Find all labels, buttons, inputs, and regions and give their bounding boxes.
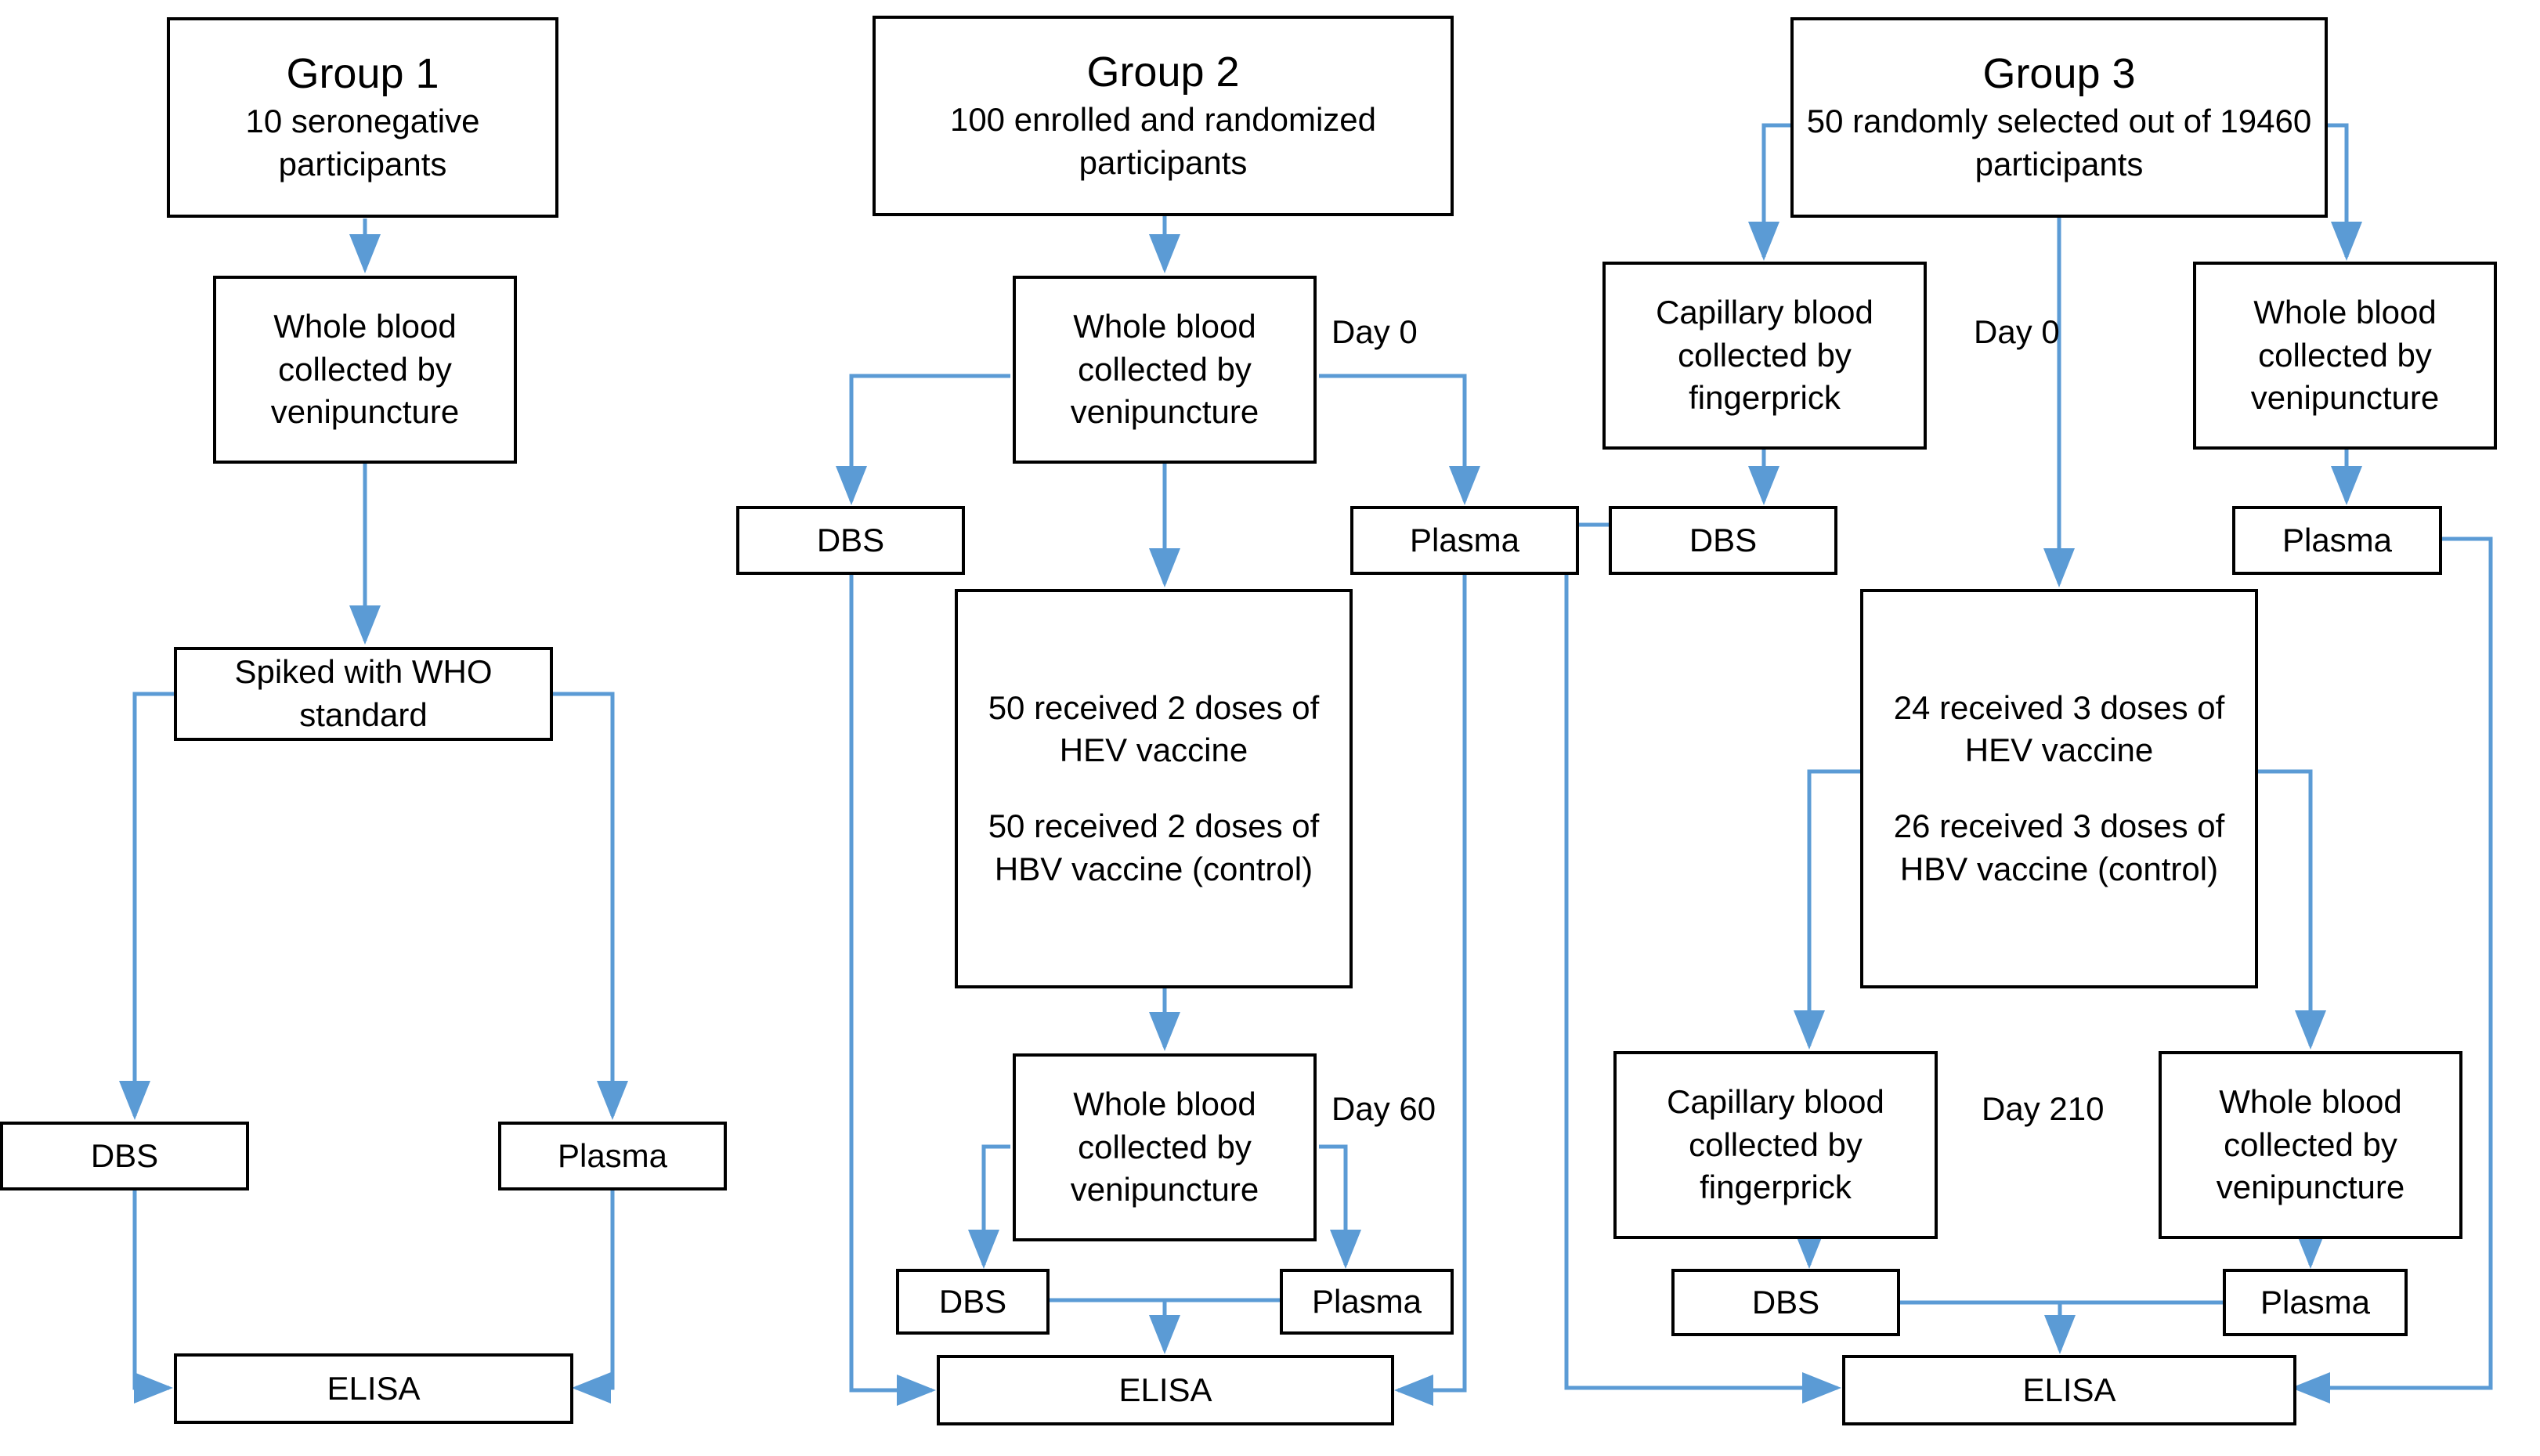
group2-elisa-label: ELISA xyxy=(1118,1371,1212,1408)
group2-plasma-day0-box: Plasma xyxy=(1350,506,1579,575)
group2-day0-label: Day 0 xyxy=(1331,313,1418,350)
group3-vaccine-hbv-label: 26 received 3 doses of HBV vaccine (cont… xyxy=(1893,807,2225,887)
wire-g2-plasma0-to-elisa xyxy=(1394,548,1467,1406)
group3-plasma-day210-box: Plasma xyxy=(2223,1269,2408,1336)
wire-g3-vaccine-to-capillary210 xyxy=(1794,769,1864,1050)
group2-plasma-day60-label: Plasma xyxy=(1311,1282,1422,1320)
group3-vaccine-hev-label: 24 received 3 doses of HEV vaccine xyxy=(1893,688,2225,769)
wire-g2-dbs0-to-elisa xyxy=(849,548,936,1406)
group3-dbs-day210-label: DBS xyxy=(1751,1283,1820,1321)
wire-g3-dbs0-to-elisa xyxy=(1564,522,1841,1404)
group2-plasma-day60-box: Plasma xyxy=(1280,1269,1454,1335)
group2-title: Group 2 xyxy=(1086,49,1240,96)
group1-collect-label: Whole blood collected by venipuncture xyxy=(270,308,460,431)
wire-g2-collect60-to-plasma60 xyxy=(1319,1144,1361,1269)
group3-whole-day0-label: Whole blood collected by venipuncture xyxy=(2250,294,2440,417)
group2-dbs-day60-label: DBS xyxy=(938,1282,1007,1320)
group3-capillary-day0-box: Capillary blood collected by fingerprick xyxy=(1602,262,1927,450)
group2-header-box: Group 2 100 enrolled and randomized part… xyxy=(873,16,1454,216)
wire-g1-dbs-to-elisa xyxy=(132,1190,173,1404)
group2-dbs-day60-box: DBS xyxy=(896,1269,1050,1335)
group3-plasma-day0-label: Plasma xyxy=(2282,521,2393,558)
wire-g3-vaccine-to-whole210 xyxy=(2254,769,2326,1050)
group3-header-box: Group 3 50 randomly selected out of 1946… xyxy=(1790,17,2328,218)
group2-plasma-day0-label: Plasma xyxy=(1409,521,1520,558)
wire-g2-collect60-to-dbs60 xyxy=(968,1144,1010,1269)
group1-elisa-label: ELISA xyxy=(327,1369,421,1407)
group2-collect-day60-label: Whole blood collected by venipuncture xyxy=(1070,1086,1259,1209)
group3-dbs-day0-label: DBS xyxy=(1689,521,1758,558)
group1-dbs-label: DBS xyxy=(90,1136,159,1174)
group2-collect-day0-label: Whole blood collected by venipuncture xyxy=(1070,308,1259,431)
group2-collect-day0-box: Whole blood collected by venipuncture xyxy=(1013,276,1317,464)
group1-elisa-box: ELISA xyxy=(174,1353,573,1424)
group3-day210-label: Day 210 xyxy=(1982,1090,2105,1127)
wire-g1-spiked-to-dbs xyxy=(119,692,176,1120)
wire-g2-collect0-to-plasma0 xyxy=(1319,374,1480,505)
group1-plasma-box: Plasma xyxy=(498,1122,727,1190)
wire-g1-spiked-to-plasma xyxy=(552,692,628,1120)
group2-dbs-day0-label: DBS xyxy=(816,521,885,558)
group2-vaccine-hev-label: 50 received 2 doses of HEV vaccine xyxy=(988,688,1320,769)
wire-g3-plasma0-to-elisa xyxy=(2291,537,2493,1404)
group1-subtitle: 10 seronegative participants xyxy=(245,103,480,182)
group2-dbs-day0-box: DBS xyxy=(736,506,965,575)
group3-subtitle: 50 randomly selected out of 19460 partic… xyxy=(1806,103,2312,182)
group3-day0-label: Day 0 xyxy=(1974,313,2060,350)
group2-subtitle: 100 enrolled and randomized participants xyxy=(949,101,1377,181)
group1-collect-box: Whole blood collected by venipuncture xyxy=(213,276,517,464)
group1-title: Group 1 xyxy=(286,50,439,98)
group3-whole-day210-box: Whole blood collected by venipuncture xyxy=(2159,1051,2462,1239)
group3-dbs-day210-box: DBS xyxy=(1671,1269,1900,1336)
group2-vaccine-hbv-label: 50 received 2 doses of HBV vaccine (cont… xyxy=(988,807,1320,887)
group3-elisa-label: ELISA xyxy=(2022,1371,2116,1408)
group3-elisa-box: ELISA xyxy=(1842,1355,2296,1425)
group2-day60-label: Day 60 xyxy=(1331,1090,1436,1127)
wire-g2-collect0-to-dbs0 xyxy=(836,374,1010,505)
group3-plasma-day0-box: Plasma xyxy=(2232,506,2442,575)
group3-dbs-day0-box: DBS xyxy=(1609,506,1837,575)
group1-header-box: Group 1 10 seronegative participants xyxy=(167,17,558,218)
group1-spiked-box: Spiked with WHO standard xyxy=(174,647,553,741)
group1-spiked-label: Spiked with WHO standard xyxy=(234,653,493,733)
group3-capillary-day210-box: Capillary blood collected by fingerprick xyxy=(1613,1051,1938,1239)
group3-capillary-day210-label: Capillary blood collected by fingerprick xyxy=(1667,1083,1884,1206)
group1-dbs-box: DBS xyxy=(0,1122,249,1190)
group1-plasma-label: Plasma xyxy=(557,1136,668,1174)
group3-whole-day210-label: Whole blood collected by venipuncture xyxy=(2216,1083,2405,1206)
group2-collect-day60-box: Whole blood collected by venipuncture xyxy=(1013,1053,1317,1241)
group2-vaccine-box: 50 received 2 doses of HEV vaccine 50 re… xyxy=(955,589,1353,988)
group3-plasma-day210-label: Plasma xyxy=(2260,1283,2371,1321)
group3-whole-day0-box: Whole blood collected by venipuncture xyxy=(2193,262,2497,450)
group3-capillary-day0-label: Capillary blood collected by fingerprick xyxy=(1656,294,1873,417)
wire-g1-plasma-to-elisa xyxy=(572,1190,615,1404)
group2-elisa-box: ELISA xyxy=(937,1355,1394,1425)
group3-vaccine-box: 24 received 3 doses of HEV vaccine 26 re… xyxy=(1860,589,2258,988)
group3-title: Group 3 xyxy=(1982,50,2136,98)
